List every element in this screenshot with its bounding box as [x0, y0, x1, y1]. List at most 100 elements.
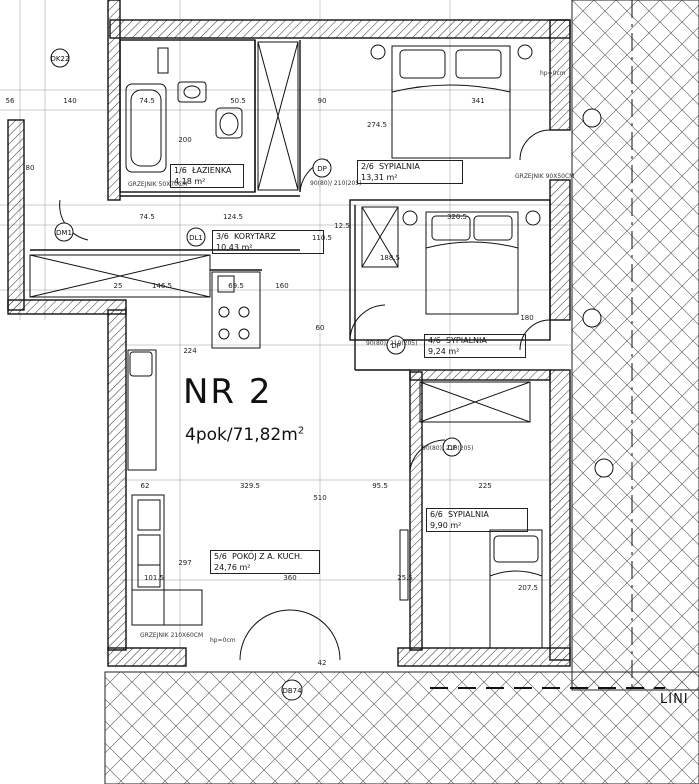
room-2-name: SYPIALNIA [378, 162, 420, 171]
door-tag-dm1: DM1 [56, 229, 72, 237]
unit-area-text: 4pok/71,82m [185, 425, 298, 445]
svg-text:60: 60 [316, 324, 325, 332]
svg-text:207.5: 207.5 [518, 584, 538, 592]
room-3-area: 10,43 [216, 243, 239, 252]
radiator-labels: GRZEJNIK 50X70CM GRZEJNIK 90X50CM GRZEJN… [128, 70, 574, 644]
svg-text:101.5: 101.5 [144, 574, 164, 582]
door-tag-dl1: DL1 [189, 234, 203, 242]
room-5-id: 5/6 [214, 552, 227, 561]
bed-2 [425, 211, 519, 315]
svg-text:25.5: 25.5 [397, 574, 413, 582]
room-3-unit: m² [241, 243, 253, 252]
bathtub [125, 83, 167, 173]
room-1-name: ŁAZIENKA [191, 166, 232, 175]
svg-text:hp=0cm: hp=0cm [210, 637, 236, 644]
door-tags [50, 48, 614, 701]
room-4-id: 4/6 [428, 336, 441, 345]
terrace-bottom [104, 671, 699, 784]
sofa [131, 494, 165, 626]
svg-text:95.5: 95.5 [372, 482, 388, 490]
room-2-area: 13,31 [361, 173, 384, 182]
svg-text:224: 224 [183, 347, 197, 355]
svg-text:80: 80 [26, 164, 35, 172]
bathroom-fixtures [125, 47, 243, 173]
room-label-6 [426, 508, 528, 532]
living-furniture [131, 494, 409, 626]
svg-text:74.5: 74.5 [139, 213, 155, 221]
room-3-id: 3/6 [216, 232, 229, 241]
svg-text:90(80)/ 210(205): 90(80)/ 210(205) [310, 180, 361, 187]
door-tag-db74: DB74 [282, 687, 302, 695]
svg-text:12.5: 12.5 [334, 222, 350, 230]
room-label-1 [170, 164, 244, 188]
door-tag-dk22: DK22 [51, 55, 70, 63]
unit-title: NR 2 [183, 372, 273, 412]
partitions [30, 39, 551, 371]
wardrobes [29, 41, 531, 423]
svg-text:25: 25 [114, 282, 123, 290]
room-4-unit: m² [448, 347, 460, 356]
svg-text:GRZEJNIK 50X70CM: GRZEJNIK 50X70CM [128, 181, 187, 188]
terrace-right [571, 0, 699, 691]
svg-text:56: 56 [6, 97, 15, 105]
svg-text:329.5: 329.5 [240, 482, 260, 490]
bed-1 [391, 45, 511, 159]
svg-text:90: 90 [318, 97, 327, 105]
walls [7, 0, 571, 667]
svg-text:188.5: 188.5 [380, 254, 400, 262]
svg-text:GRZEJNIK 210X60CM: GRZEJNIK 210X60CM [140, 632, 203, 639]
door-tag-dp-2: DP [391, 342, 401, 350]
room-6-id: 6/6 [430, 510, 443, 519]
room-1-area: 4,18 [174, 177, 192, 186]
svg-text:124.5: 124.5 [223, 213, 243, 221]
svg-text:42: 42 [318, 659, 327, 667]
door-tag-dp-1: DP [317, 165, 327, 173]
door-swings [59, 129, 551, 661]
svg-text:146.5: 146.5 [152, 282, 172, 290]
svg-text:180: 180 [520, 314, 533, 322]
svg-text:360: 360 [283, 574, 296, 582]
room-5-unit: m² [239, 563, 251, 572]
svg-text:90(80)/ 210(205): 90(80)/ 210(205) [422, 445, 473, 452]
room-1-unit: m² [194, 177, 206, 186]
kitchen [127, 271, 261, 471]
room-label-5 [210, 550, 320, 574]
svg-text:510: 510 [313, 494, 326, 502]
svg-text:GRZEJNIK 90X50CM: GRZEJNIK 90X50CM [515, 173, 574, 180]
toilet [215, 107, 243, 139]
unit-area-sup: 2 [297, 425, 305, 437]
svg-text:200: 200 [178, 136, 191, 144]
svg-text:341: 341 [471, 97, 484, 105]
bed-3 [489, 529, 543, 649]
room-6-area: 9,90 [430, 521, 448, 530]
room-6-unit: m² [450, 521, 462, 530]
room-5-name: POKÓJ Z A. KUCH. [231, 552, 303, 561]
svg-text:62: 62 [141, 482, 150, 490]
room-label-3 [212, 230, 324, 254]
svg-text:74.5: 74.5 [139, 97, 155, 105]
room-2-id: 2/6 [361, 162, 374, 171]
dimension-labels: 56 140 74.5 50.5 90 341 274.5 200 80 124… [6, 97, 538, 667]
room-label-2 [357, 160, 463, 184]
svg-text:110.5: 110.5 [312, 234, 332, 242]
washbasin [177, 81, 207, 103]
room-label-4 [424, 334, 526, 358]
beds [370, 44, 543, 649]
room-3-name: KORYTARZ [233, 232, 276, 241]
room-5-area: 24,76 [214, 563, 237, 572]
room-2-unit: m² [386, 173, 398, 182]
svg-text:160: 160 [275, 282, 288, 290]
unit-summary: 4pok/71,82m2 [185, 425, 304, 445]
svg-text:297: 297 [178, 559, 191, 567]
svg-text:225: 225 [478, 482, 491, 490]
svg-text:50.5: 50.5 [230, 97, 246, 105]
svg-text:hp=0cm: hp=0cm [540, 70, 566, 77]
svg-text:90(80)/ 210(205): 90(80)/ 210(205) [366, 340, 417, 347]
door-tag-dp-3: DP [447, 444, 457, 452]
svg-text:69.5: 69.5 [228, 282, 244, 290]
svg-text:320.5: 320.5 [447, 213, 467, 221]
edge-text: LINI [660, 692, 689, 707]
room-4-name: SYPIALNIA [445, 336, 487, 345]
svg-text:274.5: 274.5 [367, 121, 387, 129]
